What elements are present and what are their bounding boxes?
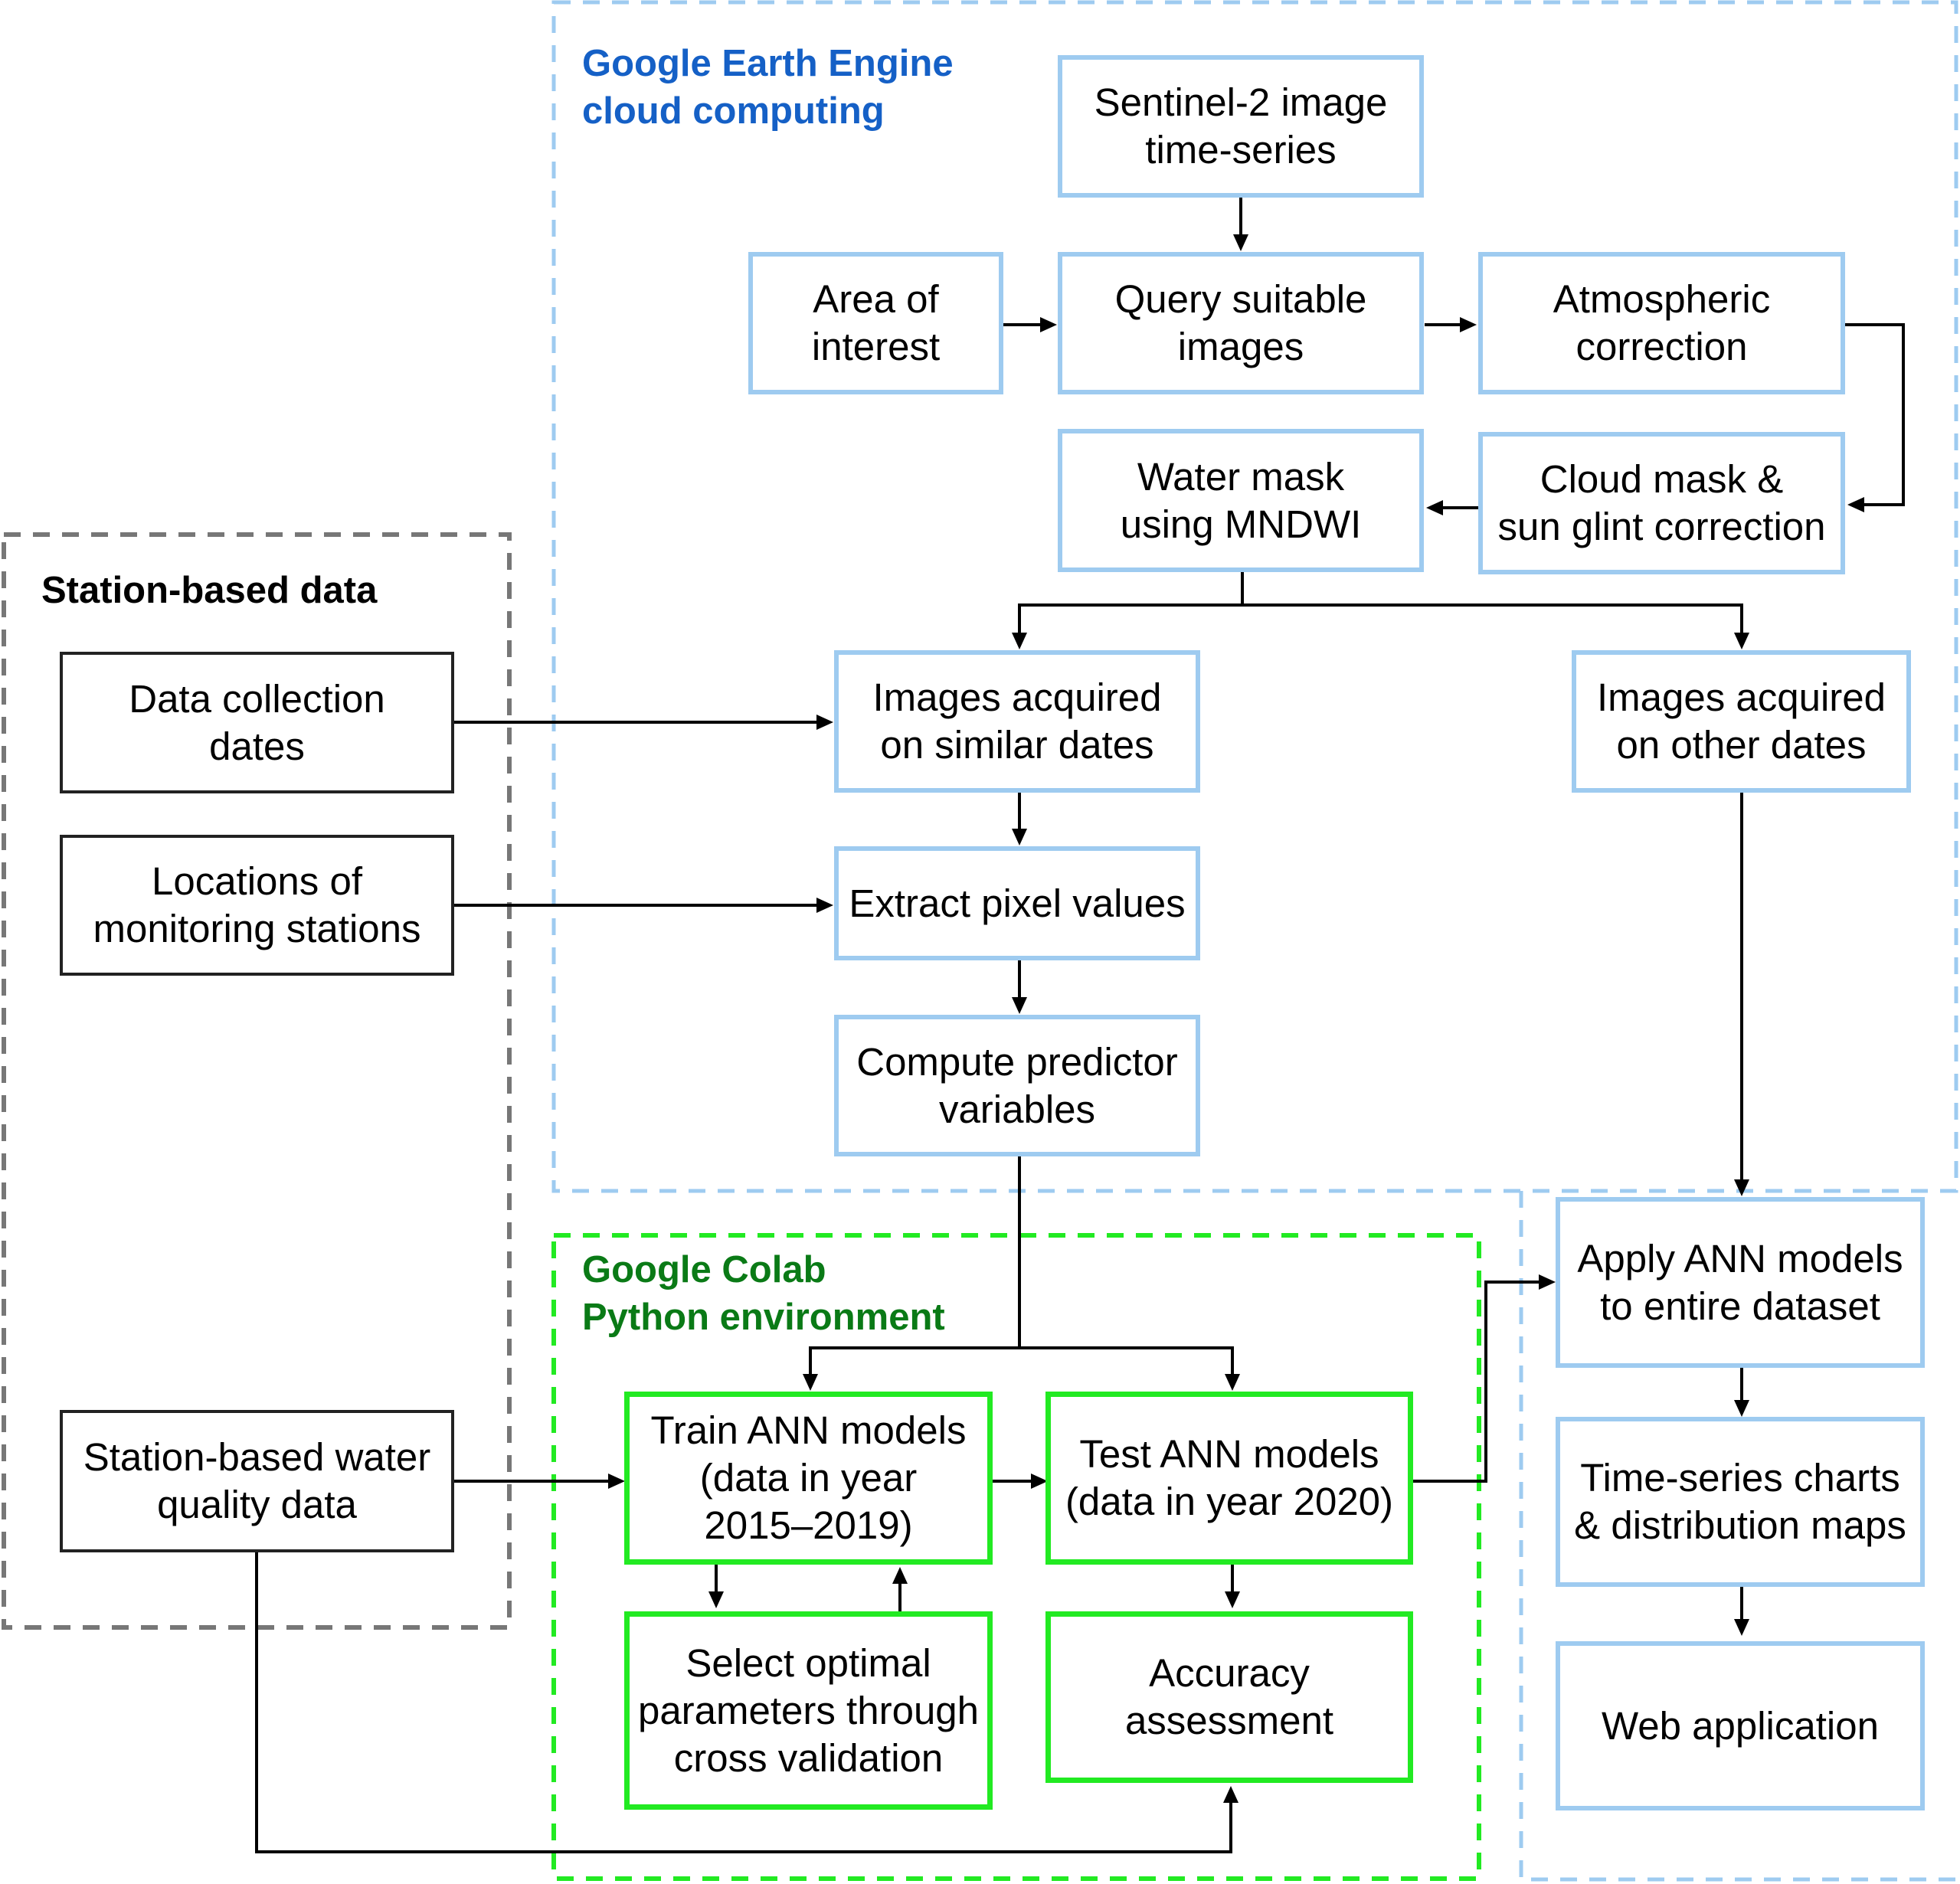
collection-dates-box: Data collection dates bbox=[60, 652, 454, 793]
arrowhead-other-to-apply bbox=[1734, 1179, 1749, 1196]
arrow-test-to-apply bbox=[1413, 1281, 1542, 1483]
arrow-compute-to-train bbox=[809, 1156, 1021, 1382]
arrowhead-test-to-apply bbox=[1539, 1274, 1556, 1290]
arrow-atmos-to-cloudmask bbox=[1845, 323, 1905, 506]
webapp-box: Web application bbox=[1556, 1641, 1925, 1810]
station-group-label: Station-based data bbox=[41, 570, 378, 611]
arrowhead-watermask-to-other bbox=[1734, 633, 1749, 649]
arrowhead-aoi-to-query bbox=[1040, 317, 1057, 332]
station-group-border bbox=[2, 532, 512, 1630]
arrowhead-watermask-to-similar bbox=[1012, 633, 1027, 649]
locations-box: Locations of monitoring stations bbox=[60, 835, 454, 976]
arrowhead-atmos-to-cloudmask bbox=[1847, 497, 1864, 512]
extract-box: Extract pixel values bbox=[834, 846, 1200, 960]
arrowhead-query-to-atmos bbox=[1460, 317, 1477, 332]
arrowhead-cloudmask-to-watermask bbox=[1426, 500, 1443, 515]
arrowhead-locations-to-extract bbox=[816, 898, 833, 913]
similar-dates-box: Images acquired on similar dates bbox=[834, 650, 1200, 793]
arrowhead-charts-to-webapp bbox=[1734, 1619, 1749, 1636]
select-box: Select optimal parameters through cross … bbox=[624, 1611, 993, 1810]
query-box: Query suitable images bbox=[1058, 252, 1424, 394]
sentinel-box: Sentinel-2 image time-series bbox=[1058, 55, 1424, 198]
atmos-box: Atmospheric correction bbox=[1478, 252, 1845, 394]
arrowhead-test-to-accuracy bbox=[1225, 1591, 1240, 1608]
aoi-box: Area of interest bbox=[748, 252, 1003, 394]
arrowhead-stationwq-to-train bbox=[608, 1474, 625, 1489]
arrowhead-similar-to-extract bbox=[1012, 829, 1027, 846]
arrowhead-collection-to-similar bbox=[816, 715, 833, 730]
arrow-watermask-to-similar bbox=[1018, 572, 1244, 640]
colab-group-label: Google Colab Python environment bbox=[582, 1249, 945, 1338]
apply-box: Apply ANN models to entire dataset bbox=[1556, 1197, 1925, 1368]
charts-box: Time-series charts & distribution maps bbox=[1556, 1417, 1925, 1587]
arrowhead-extract-to-compute bbox=[1012, 997, 1027, 1014]
arrow-stationwq-to-accuracy bbox=[255, 1552, 1232, 1853]
gee-group-label: Google Earth Engine cloud computing bbox=[582, 43, 954, 132]
arrow-compute-to-test bbox=[1019, 1346, 1234, 1382]
arrow-watermask-to-other bbox=[1242, 603, 1743, 640]
gee-group-border bbox=[551, 0, 1958, 1193]
arrowhead-sentinel-to-query bbox=[1233, 234, 1248, 251]
test-box: Test ANN models (data in year 2020) bbox=[1045, 1392, 1413, 1565]
arrowhead-apply-to-charts bbox=[1734, 1400, 1749, 1417]
arrowhead-stationwq-to-accuracy bbox=[1223, 1786, 1238, 1803]
station-wq-box: Station-based water quality data bbox=[60, 1410, 454, 1552]
other-dates-box: Images acquired on other dates bbox=[1572, 650, 1911, 793]
water-mask-box: Water mask using MNDWI bbox=[1058, 429, 1424, 572]
train-box: Train ANN models (data in year 2015–2019… bbox=[624, 1392, 993, 1565]
arrowhead-select-to-train bbox=[892, 1567, 908, 1584]
cloud-mask-box: Cloud mask & sun glint correction bbox=[1478, 432, 1845, 574]
compute-box: Compute predictor variables bbox=[834, 1015, 1200, 1156]
arrowhead-train-to-select bbox=[708, 1591, 724, 1608]
accuracy-box: Accuracy assessment bbox=[1045, 1611, 1413, 1783]
arrowhead-compute-to-train bbox=[803, 1374, 818, 1391]
arrowhead-compute-to-test bbox=[1225, 1374, 1240, 1391]
arrowhead-train-to-test bbox=[1031, 1474, 1048, 1489]
